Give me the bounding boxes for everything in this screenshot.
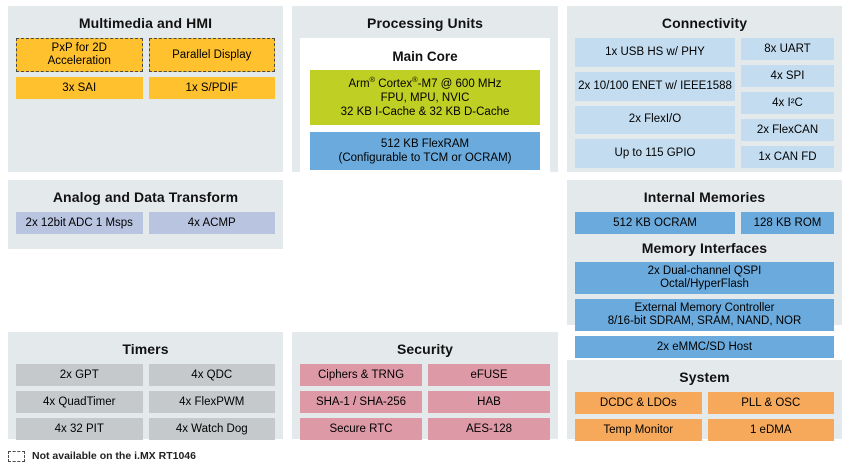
connectivity-left-column: 1x USB HS w/ PHY 2x 10/100 ENET w/ IEEE1… [575,38,735,168]
block-qspi[interactable]: 2x Dual-channel QSPI Octal/HyperFlash [575,262,834,294]
block-sai[interactable]: 3x SAI [16,77,143,99]
panel-multimedia-and-hmi: Multimedia and HMI PxP for 2D Accelerati… [8,6,283,172]
qspi-line-2: Octal/HyperFlash [660,278,749,290]
block-sha[interactable]: SHA-1 / SHA-256 [300,391,422,413]
block-quadtimer[interactable]: 4x QuadTimer [16,391,143,413]
block-ocram[interactable]: 512 KB OCRAM [575,212,735,234]
block-rom[interactable]: 128 KB ROM [741,212,834,234]
panel-internal-memories: Internal Memories 512 KB OCRAM 128 KB RO… [567,180,842,358]
panel-title-multimedia: Multimedia and HMI [78,15,213,31]
panel-title-system: System [679,369,730,385]
emc-line-1: External Memory Controller [634,302,775,314]
legend-text: Not available on the i.MX RT1046 [32,450,196,462]
block-i2c[interactable]: 4x I²C [741,92,834,114]
main-core-container: Main Core Arm® Cortex®-M7 @ 600 MHz FPU,… [300,38,550,180]
block-secure-rtc[interactable]: Secure RTC [300,418,422,440]
block-dcdc-ldos[interactable]: DCDC & LDOs [575,392,702,414]
block-edma[interactable]: 1 eDMA [707,419,834,441]
panel-timers: Timers 2x GPT 4x QDC 4x QuadTimer 4x Fle… [8,332,283,440]
flexram-line-2: (Configurable to TCM or OCRAM) [338,152,512,164]
panel-analog-and-data-transform: Analog and Data Transform 2x 12bit ADC 1… [8,180,283,249]
block-flexcan[interactable]: 2x FlexCAN [741,119,834,141]
timers-row-1: 2x GPT 4x QDC [16,364,275,386]
timers-row-2: 4x QuadTimer 4x FlexPWM [16,391,275,413]
cpu-line-1: Arm® Cortex®-M7 @ 600 MHz [348,74,502,90]
block-qdc[interactable]: 4x QDC [148,364,275,386]
block-emmc-sd-host[interactable]: 2x eMMC/SD Host [575,336,834,358]
analog-row-1: 2x 12bit ADC 1 Msps 4x ACMP [16,212,275,234]
block-spi[interactable]: 4x SPI [741,65,834,87]
block-pit[interactable]: 4x 32 PIT [16,418,143,440]
panel-connectivity: Connectivity 1x USB HS w/ PHY 2x 10/100 … [567,6,842,172]
memory-interfaces-row-3: 2x eMMC/SD Host [575,336,834,358]
block-usb-hs-phy[interactable]: 1x USB HS w/ PHY [575,38,735,67]
cpu-line-3: 32 KB I-Cache & 32 KB D-Cache [340,105,510,118]
block-external-memory-controller[interactable]: External Memory Controller 8/16-bit SDRA… [575,299,834,331]
main-core-title: Main Core [392,49,458,64]
block-aes-128[interactable]: AES-128 [428,418,550,440]
panel-title-security: Security [396,341,454,357]
panel-title-connectivity: Connectivity [661,15,748,31]
block-ciphers-trng[interactable]: Ciphers & TRNG [300,364,422,386]
panel-processing-units: Processing Units Main Core Arm® Cortex®-… [292,6,558,180]
security-row-2: SHA-1 / SHA-256 HAB [300,391,550,413]
block-hab[interactable]: HAB [428,391,550,413]
block-watch-dog[interactable]: 4x Watch Dog [148,418,275,440]
block-flexram[interactable]: 512 KB FlexRAM (Configurable to TCM or O… [310,132,540,170]
panel-system: System DCDC & LDOs PLL & OSC Temp Monito… [567,360,842,441]
block-gpio[interactable]: Up to 115 GPIO [575,139,735,168]
block-flexpwm[interactable]: 4x FlexPWM [148,391,275,413]
block-uart[interactable]: 8x UART [741,38,834,60]
memory-interfaces-row-1: 2x Dual-channel QSPI Octal/HyperFlash [575,262,834,294]
block-can-fd[interactable]: 1x CAN FD [741,146,834,168]
connectivity-right-column: 8x UART 4x SPI 4x I²C 2x FlexCAN 1x CAN … [741,38,834,168]
legend: Not available on the i.MX RT1046 [8,450,196,462]
block-temp-monitor[interactable]: Temp Monitor [575,419,702,441]
flexram-line-1: 512 KB FlexRAM [380,138,470,150]
qspi-line-1: 2x Dual-channel QSPI [647,265,762,277]
internal-memories-row: 512 KB OCRAM 128 KB ROM [575,212,834,234]
block-parallel-display[interactable]: Parallel Display [148,38,275,72]
memory-interfaces-row-2: External Memory Controller 8/16-bit SDRA… [575,299,834,331]
timers-row-3: 4x 32 PIT 4x Watch Dog [16,418,275,440]
block-flexio[interactable]: 2x FlexI/O [575,105,735,135]
panel-title-analog: Analog and Data Transform [52,189,239,205]
block-efuse[interactable]: eFUSE [428,364,550,386]
block-arm-cortex-m7[interactable]: Arm® Cortex®-M7 @ 600 MHz FPU, MPU, NVIC… [310,70,540,125]
panel-title-memory-interfaces: Memory Interfaces [641,240,768,256]
block-gpt[interactable]: 2x GPT [16,364,143,386]
block-acmp[interactable]: 4x ACMP [148,212,275,234]
block-pxp-2d-acceleration[interactable]: PxP for 2D Acceleration [16,38,143,72]
panel-title-internal-memories: Internal Memories [643,189,766,205]
block-pll-osc[interactable]: PLL & OSC [707,392,834,414]
emc-line-2: 8/16-bit SDRAM, SRAM, NAND, NOR [607,315,802,327]
security-row-1: Ciphers & TRNG eFUSE [300,364,550,386]
cpu-line-2: FPU, MPU, NVIC [380,91,470,104]
block-spdif[interactable]: 1x S/PDIF [148,77,275,99]
multimedia-row-1: PxP for 2D Acceleration Parallel Display [16,38,275,72]
dashed-box-icon [8,450,25,462]
block-adc[interactable]: 2x 12bit ADC 1 Msps [16,212,143,234]
system-row-2: Temp Monitor 1 eDMA [575,419,834,441]
panel-security: Security Ciphers & TRNG eFUSE SHA-1 / SH… [292,332,558,440]
panel-title-processing-units: Processing Units [367,15,483,31]
security-row-3: Secure RTC AES-128 [300,418,550,440]
panel-title-timers: Timers [122,341,169,357]
connectivity-columns: 1x USB HS w/ PHY 2x 10/100 ENET w/ IEEE1… [575,38,834,168]
system-row-1: DCDC & LDOs PLL & OSC [575,392,834,414]
block-enet-ieee1588[interactable]: 2x 10/100 ENET w/ IEEE1588 [575,71,735,101]
multimedia-row-2: 3x SAI 1x S/PDIF [16,77,275,99]
